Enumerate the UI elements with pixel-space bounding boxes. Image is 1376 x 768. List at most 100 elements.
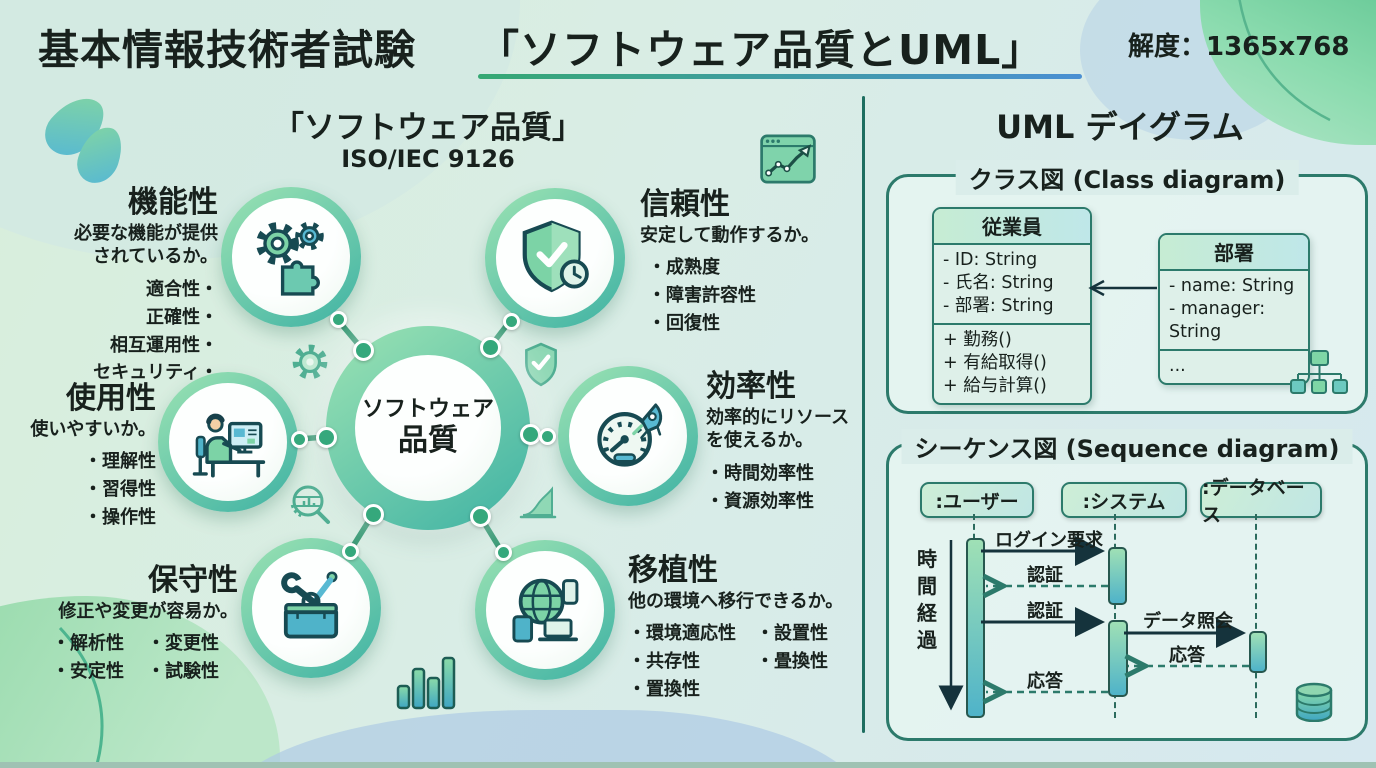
person-computer-icon [192, 413, 266, 478]
node-dot [330, 311, 347, 328]
quality-section-title: 「ソフトウェア品質」 [273, 110, 583, 146]
globe-search-icon [290, 485, 330, 524]
activation-bar [966, 538, 985, 718]
activation-bar [1249, 631, 1267, 673]
node-dot [470, 506, 491, 527]
bottom-strip [0, 762, 1376, 768]
usability-circle [158, 372, 298, 512]
message-label: ログイン要求 [995, 530, 1103, 551]
browser-chart-icon [760, 134, 816, 184]
attribute-title: 保守性 [148, 563, 238, 598]
lifeline-line [1255, 514, 1257, 718]
attribute-title: 効率性 [706, 369, 796, 404]
page-title-topic: 「ソフトウェア品質とUML」 [478, 26, 1044, 74]
equalizer-bars-icon [396, 656, 456, 710]
node-dot [316, 427, 337, 448]
attribute-title: 移植性 [628, 553, 718, 588]
maintainability-circle [241, 538, 381, 678]
uml-class-method: + 勤務() [943, 330, 1012, 350]
attribute-bullet: ・障害許容性 [648, 285, 756, 307]
bottom-curve [58, 626, 104, 768]
speedometer-rocket-icon [597, 403, 663, 467]
lifeline-system: :システム [1061, 482, 1187, 518]
attribute-bullet: 適合性・ [146, 278, 218, 300]
uml-class-attribute: - 氏名: String [943, 273, 1054, 293]
resolution-label: 解度：1365x768 [1128, 32, 1350, 62]
uml-class-attribute: - manager: String [1169, 299, 1266, 342]
attribute-description: 効率的にリソース を使えるか。 [706, 407, 850, 452]
attribute-bullet: 相互運用性・ [110, 334, 218, 356]
uml-section-title: UML デイグラム [996, 108, 1244, 146]
node-dot [342, 543, 359, 560]
attribute-bullet: ・共存性 [628, 651, 700, 673]
attribute-bullet: セキュリティ・ [93, 362, 218, 384]
sequence-diagram-title: シーケンス図 (Sequence diagram) [901, 429, 1353, 464]
attribute-bullet: 正確性・ [146, 306, 218, 328]
node-dot [480, 337, 501, 358]
uml-class-name: 部署 [1160, 235, 1308, 271]
uml-class-attribute: - 部署: String [943, 296, 1054, 316]
attribute-title: 使用性 [66, 381, 156, 416]
page-title-main: 基本情報技術者試験 [38, 26, 416, 74]
gears-puzzle-icon [256, 221, 324, 296]
message-arrows [938, 536, 1249, 711]
message-label: データ照会 [1143, 611, 1233, 632]
message-label: 応答 [1169, 645, 1205, 666]
attribute-bullet: ・置換性 [628, 679, 700, 701]
section-divider [862, 96, 865, 733]
attribute-block-functionality: 機能性 必要な機能が提供 されているか。 適合性・ 正確性・ 相互運用性・ セキ… [26, 186, 218, 387]
attribute-block-usability: 使用性 使いやすいか。 ・理解性 ・習得性 ・操作性 [8, 382, 156, 532]
activation-bar [1108, 547, 1127, 605]
reliability-circle [485, 188, 625, 328]
attribute-description: 他の環境へ移行できるか。 [628, 591, 844, 612]
functionality-circle [221, 187, 361, 327]
shield-icon [525, 342, 557, 387]
toolbox-icon [281, 571, 339, 639]
node-dot [495, 544, 512, 561]
attribute-block-portability: 移植性 他の環境へ移行できるか。 ・環境適応性 ・設置性 ・共存性 ・畳換性 ・… [628, 554, 868, 704]
message-label: 認証 [1027, 565, 1063, 586]
uml-class-attribute: - ID: String [943, 250, 1038, 270]
database-icon [1295, 682, 1333, 722]
attribute-bullet: ・理解性 [84, 451, 156, 473]
node-dot [291, 431, 308, 448]
uml-class-employee: 従業員 - ID: String - 氏名: String - 部署: Stri… [932, 207, 1092, 405]
hub-label: ソフトウェア 品質 [355, 355, 501, 501]
attribute-description: 安定して動作するか。 [640, 225, 820, 246]
time-axis-label: 時間経過 [917, 547, 937, 652]
node-dot [503, 313, 520, 330]
globe-devices-icon [512, 578, 579, 643]
attribute-description: 必要な機能が提供 されているか。 [74, 223, 218, 268]
portability-circle [475, 540, 615, 680]
class-diagram-title: クラス図 (Class diagram) [955, 160, 1299, 195]
attribute-description: 修正や変更が容易か。 [58, 601, 238, 622]
attribute-bullet: ・設置性 [756, 623, 828, 645]
attribute-bullet: ・試験性 [147, 661, 219, 683]
node-dot [539, 428, 556, 445]
attribute-bullet: ・回復性 [648, 313, 720, 335]
shield-check-clock-icon [522, 220, 589, 293]
uml-class-attribute: - name: String [1169, 276, 1295, 296]
attribute-block-reliability: 信頼性 安定して動作するか。 ・成熟度 ・障害許容性 ・回復性 [640, 188, 855, 338]
attribute-bullet: ・習得性 [84, 479, 156, 501]
lifeline-line [1114, 514, 1116, 718]
uml-class-method: + 有給取得() [943, 353, 1047, 373]
uml-class-name: 従業員 [934, 209, 1090, 245]
corner-curve [1238, 0, 1331, 122]
attribute-bullet: ・安定性 [52, 661, 124, 683]
attribute-bullet: ・資源効率性 [706, 490, 814, 512]
growth-chart-icon [519, 486, 557, 519]
org-chart-icon [1290, 350, 1348, 394]
attribute-bullet: ・畳換性 [756, 651, 828, 673]
attribute-block-efficiency: 効率性 効率的にリソース を使えるか。 ・時間効率性 ・資源効率性 [706, 370, 866, 516]
lifeline-user: :ユーザー [920, 482, 1034, 518]
node-dot [520, 424, 541, 445]
uml-class-method: ... [1169, 356, 1186, 376]
attribute-bullet: ・変更性 [147, 633, 219, 655]
hub-circle: ソフトウェア 品質 [326, 326, 530, 530]
gear-icon [292, 344, 328, 380]
attribute-bullet: ・成熟度 [648, 257, 720, 279]
attribute-description: 使いやすいか。 [30, 419, 156, 440]
uml-class-method: + 給与計算() [943, 376, 1047, 396]
